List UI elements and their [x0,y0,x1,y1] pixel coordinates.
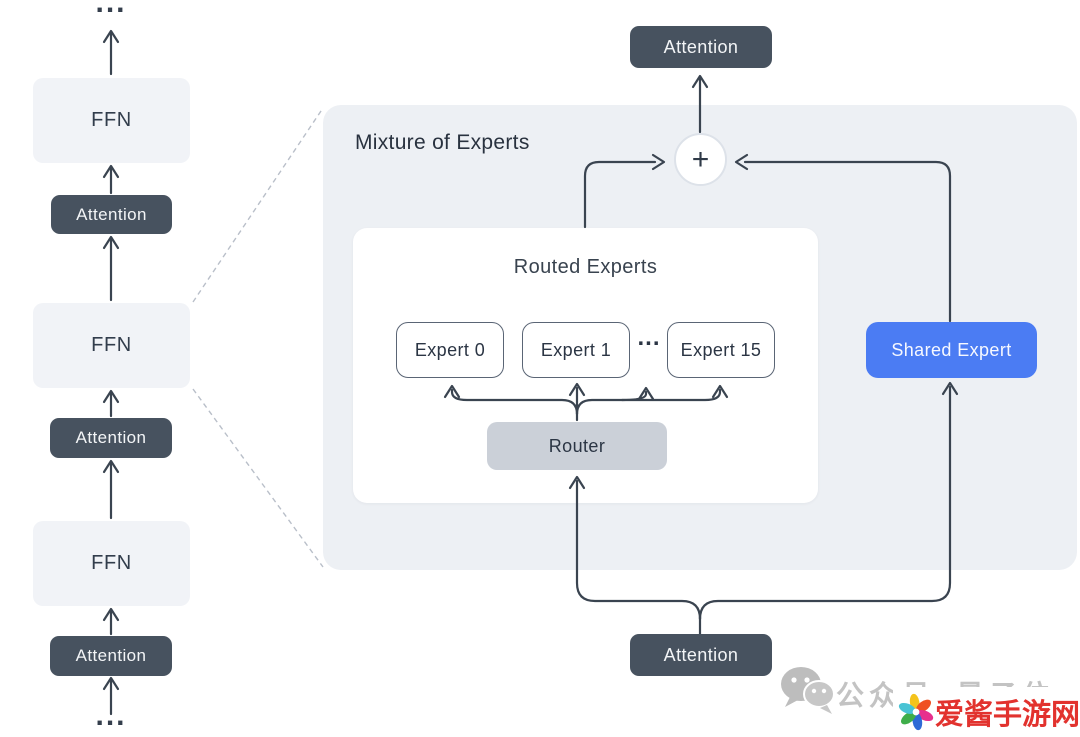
expert-1-block: Expert 1 [522,322,630,378]
routed-experts-title: Routed Experts [513,256,658,278]
pinwheel-logo-icon [898,693,934,731]
sum-node: + [674,133,727,186]
attention-top-block: Attention [630,26,772,68]
plus-icon: + [691,142,710,176]
expert-15-block: Expert 15 [667,322,775,378]
expert-0-block: Expert 0 [396,322,504,378]
experts-ellipsis: ... [637,330,661,350]
ffn-block-2: FFN [33,303,190,388]
attention-bottom-block: Attention [630,634,772,676]
router-block: Router [487,422,667,470]
wechat-icon [781,667,835,714]
moe-panel-title: Mixture of Experts [355,131,530,154]
site-watermark: 爱酱手游网 [893,687,1080,737]
ellipsis-top: ... [81,0,141,15]
ellipsis-bottom: ... [95,706,127,728]
zoom-dashed-lines [192,107,324,568]
shared-expert-block: Shared Expert [866,322,1037,378]
attention-block-1: Attention [51,195,172,234]
attention-block-2: Attention [50,418,172,458]
ffn-block-1: FFN [33,78,190,163]
site-name-text: 爱酱手游网 [934,699,1080,731]
ffn-block-3: FFN [33,521,190,606]
attention-block-3: Attention [50,636,172,676]
